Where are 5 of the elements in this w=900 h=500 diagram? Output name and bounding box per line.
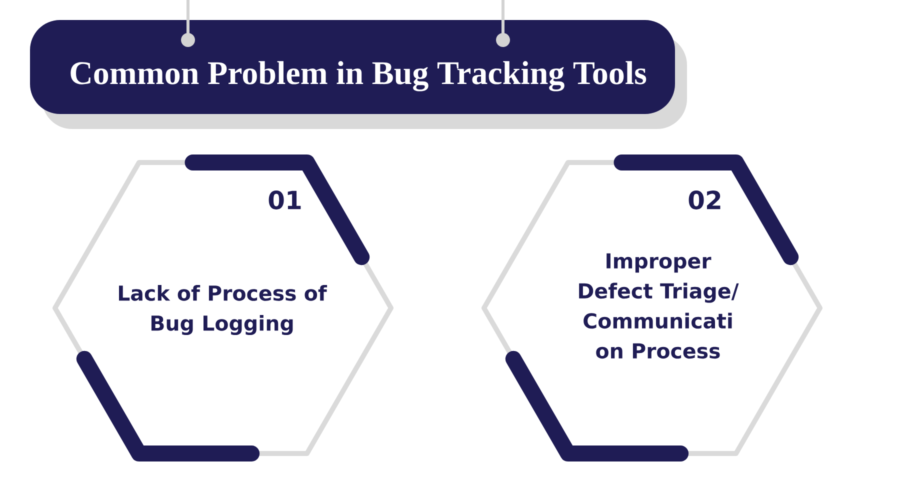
title-banner: Common Problem in Bug Tracking Tools: [30, 20, 687, 129]
step-number: 01: [268, 190, 301, 210]
hexagon: 01 Lack of Process of Bug Logging: [52, 154, 394, 462]
step-number: 02: [688, 190, 720, 210]
hexagon: 02 Improper Defect Triage/ Communicati on Process: [482, 154, 822, 462]
